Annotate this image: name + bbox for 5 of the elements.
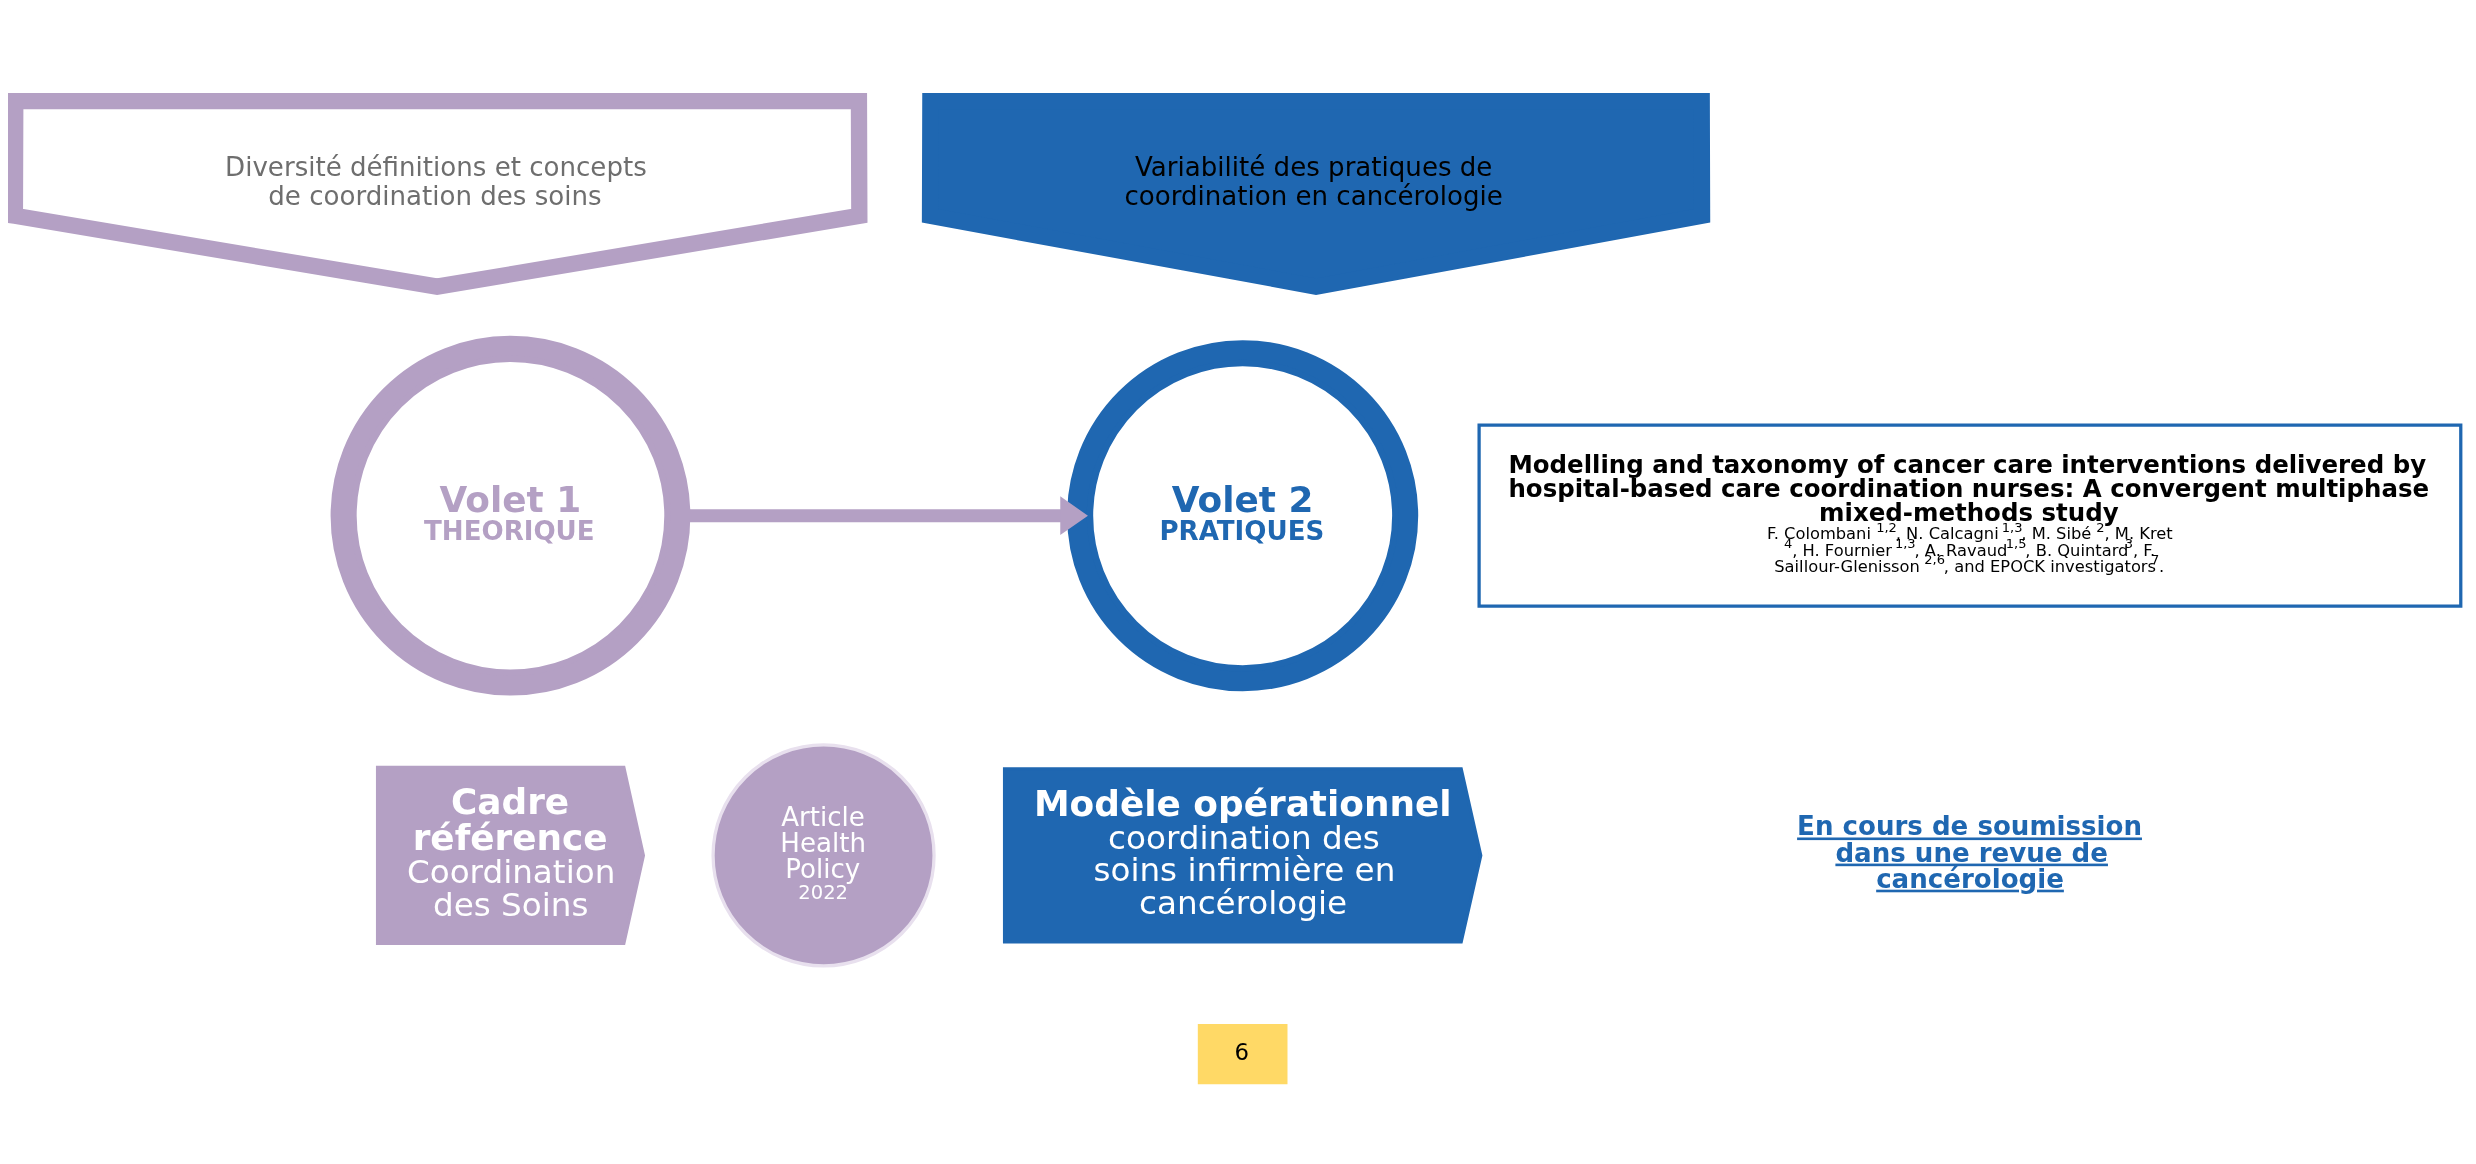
node-circle: Article Health Policy 2022 xyxy=(711,742,936,967)
node-circle: Volet 2 PRATIQUES xyxy=(1067,339,1419,691)
label: 6 xyxy=(1234,1038,1250,1065)
label: En cours de soumission dans une revue de cancérologie xyxy=(1797,810,2142,894)
node-circle: Volet 1 THEORIQUE xyxy=(330,335,691,696)
